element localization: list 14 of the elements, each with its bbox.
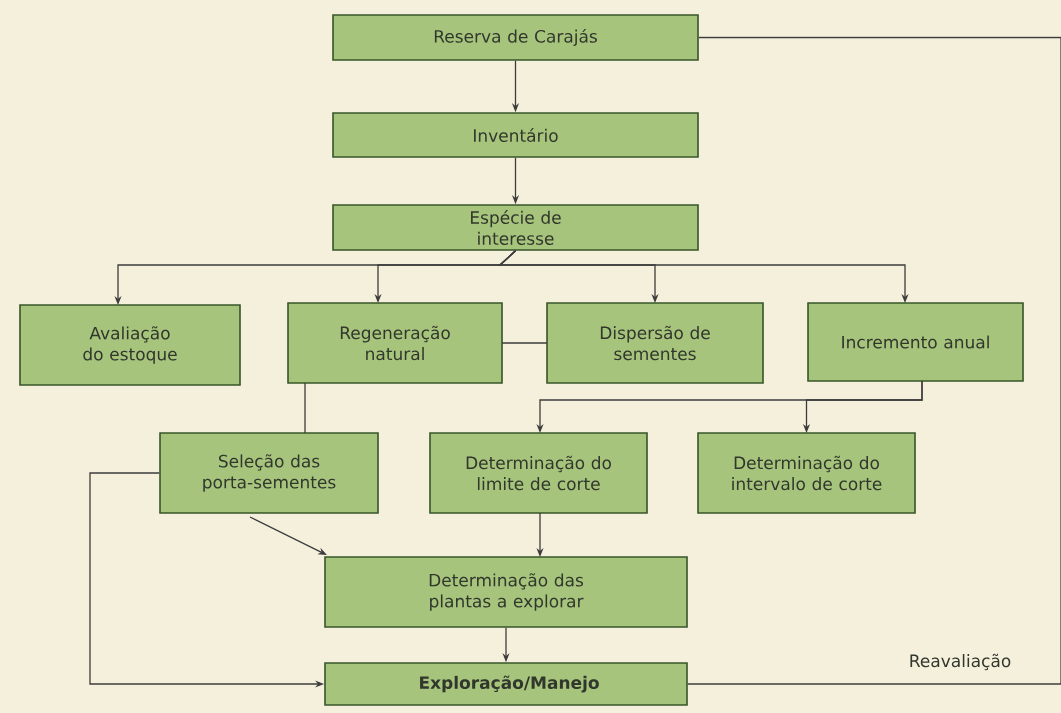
- process-box: Determinação do limite de corte: [429, 432, 648, 514]
- process-box: Exploração/Manejo: [324, 662, 688, 706]
- process-box: Seleção das porta-sementes: [159, 432, 379, 514]
- process-box: Reserva de Carajás: [332, 14, 699, 61]
- arrow: [249, 516, 327, 555]
- process-box: Determinação das plantas a explorar: [324, 556, 688, 628]
- process-box: Regeneração natural: [287, 302, 503, 384]
- process-box: Dispersão de sementes: [546, 302, 764, 384]
- process-box: Incremento anual: [807, 302, 1024, 382]
- process-box: Determinação do intervalo de corte: [697, 432, 916, 514]
- process-box: Avaliação do estoque: [19, 304, 241, 386]
- process-box: Espécie de interesse: [332, 204, 699, 251]
- edge-label: Reavaliação: [910, 653, 1011, 671]
- process-box: Inventário: [332, 112, 699, 158]
